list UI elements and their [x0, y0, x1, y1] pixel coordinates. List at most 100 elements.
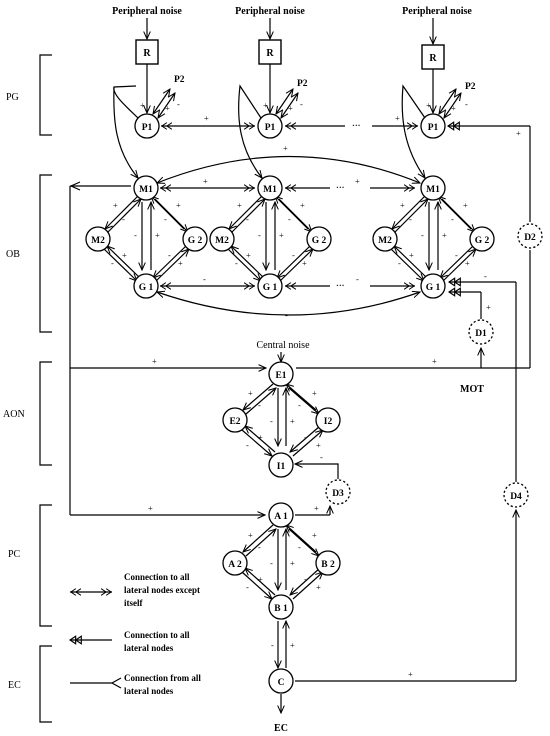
d4-label: D4 — [510, 492, 522, 502]
sign-p2-b: - — [177, 99, 180, 109]
region-label-ob: OB — [6, 249, 20, 260]
receptor-label-1: R — [143, 48, 151, 59]
sign-aon-f: + — [290, 416, 295, 426]
sign-aon-in: + — [152, 356, 157, 366]
sign-pc-j: + — [316, 582, 321, 592]
region-label-pg: PG — [6, 92, 19, 103]
sign-aon-d: - — [298, 400, 301, 410]
sign-aon-h: + — [258, 432, 263, 442]
legend-from-all-line1: Connection from all — [124, 673, 201, 683]
p1-label-2: P1 — [265, 123, 276, 133]
p2-label-3: P2 — [465, 82, 476, 92]
sign-p2-e: + — [451, 103, 456, 113]
g2-label-1: G 2 — [188, 236, 203, 246]
sign-d1-d: - — [164, 214, 167, 224]
receptor-label-2: R — [266, 48, 274, 59]
sign-pc-h: + — [258, 574, 263, 584]
sign-g1-lat-2: - — [356, 274, 359, 284]
a1-label: A 1 — [274, 512, 288, 522]
m1-label-1: M1 — [139, 185, 153, 195]
legend-bidirectional-line3: itself — [124, 598, 143, 608]
p1-node-2 — [257, 113, 283, 139]
pg-layer: Peripheral noise Peripheral noise Periph… — [112, 6, 476, 178]
sign-d2-f: + — [279, 230, 284, 240]
sign-pc-b: - — [258, 542, 261, 552]
region-label-pc: PC — [8, 549, 21, 560]
sign-d1-g: - — [111, 258, 114, 268]
i1-label: I1 — [277, 462, 286, 472]
sign-d3-i: - — [455, 250, 458, 260]
sign-r-p1-2: + — [263, 100, 268, 110]
legend-to-all-line1: Connection to all — [124, 630, 190, 640]
sign-b1-c-a: - — [271, 640, 274, 650]
sign-p2-a: + — [165, 103, 170, 113]
sign-aon-j: + — [316, 440, 321, 450]
sign-d1-f: + — [155, 230, 160, 240]
sign-d2-b: - — [246, 214, 249, 224]
legend: Connection to all lateral nodes except i… — [70, 572, 201, 696]
c-node — [268, 668, 294, 694]
sign-aon-a: + — [248, 388, 253, 398]
ellipsis-m1: ··· — [336, 182, 345, 192]
peripheral-noise-label-1: Peripheral noise — [112, 6, 182, 17]
legend-to-all-line2: lateral nodes — [124, 643, 174, 653]
d2-node — [517, 223, 543, 249]
i1-node — [268, 452, 294, 478]
d1-label: D1 — [475, 329, 487, 339]
ec-layer: - + C + EC — [268, 510, 516, 734]
sign-pc-c: + — [312, 530, 317, 540]
sign-pc-d: - — [298, 542, 301, 552]
legend-from-all-line2: lateral nodes — [124, 686, 174, 696]
mot-label: MOT — [460, 384, 484, 395]
sign-p1-lat-1: + — [204, 113, 209, 123]
sign-aon-b: - — [258, 400, 261, 410]
ellipsis-g1: ··· — [336, 280, 345, 290]
sign-m1-lat-1: + — [203, 176, 208, 186]
a2-node — [222, 550, 248, 576]
sign-aon-g: - — [246, 440, 249, 450]
sign-p1-lat-2: + — [395, 113, 400, 123]
p1-label-1: P1 — [142, 123, 153, 133]
ec-output-label: EC — [274, 723, 288, 734]
sign-p2-c: + — [288, 103, 293, 113]
sign-p2-d: - — [300, 99, 303, 109]
sign-d3-g: - — [398, 258, 401, 268]
sign-d1-g1: + — [486, 302, 491, 312]
m2-label-1: M2 — [91, 236, 105, 246]
sign-d2-i: - — [292, 250, 295, 260]
i2-label: I2 — [324, 417, 333, 427]
sign-d4-g1: - — [484, 271, 487, 281]
sign-d3-c: + — [463, 200, 468, 210]
sign-m1-lat-2: + — [355, 176, 360, 186]
sign-p2-f: - — [465, 99, 468, 109]
b2-label: B 2 — [321, 560, 335, 570]
c-label: C — [278, 678, 285, 688]
sign-r-p1-1: + — [140, 100, 145, 110]
e1-label: E1 — [275, 371, 286, 381]
aon-layer: Central noise + + MOT E1 E2 I2 I1 + - + … — [70, 340, 530, 505]
d3-node — [325, 479, 351, 505]
sign-d2-g: - — [235, 258, 238, 268]
sign-d1-a: + — [113, 200, 118, 210]
legend-bidirectional-line1: Connection to all — [124, 572, 190, 582]
sign-d3-j: + — [465, 258, 470, 268]
e1-node — [268, 361, 294, 387]
d2-label: D2 — [524, 233, 536, 243]
pc-layer: + + A 1 A 2 B 2 B 1 + - + - - + - + - + … — [70, 482, 529, 620]
sign-pc-f: + — [290, 558, 295, 568]
b1-label: B 1 — [274, 604, 288, 614]
sign-d1-b: - — [122, 214, 125, 224]
e2-label: E2 — [229, 417, 240, 427]
m2-label-2: M2 — [215, 236, 229, 246]
d4-node — [503, 482, 529, 508]
d3-label: D3 — [332, 489, 344, 499]
sign-d3-f: + — [442, 230, 447, 240]
ob-layer: + - + ··· + - ··· - — [69, 126, 543, 515]
sign-pc-in: + — [148, 503, 153, 513]
m1-label-3: M1 — [426, 185, 440, 195]
p1-node-1 — [134, 113, 160, 139]
p2-label-1: P2 — [174, 75, 185, 85]
sign-pc-e: - — [270, 558, 273, 568]
a2-label: A 2 — [228, 560, 242, 570]
